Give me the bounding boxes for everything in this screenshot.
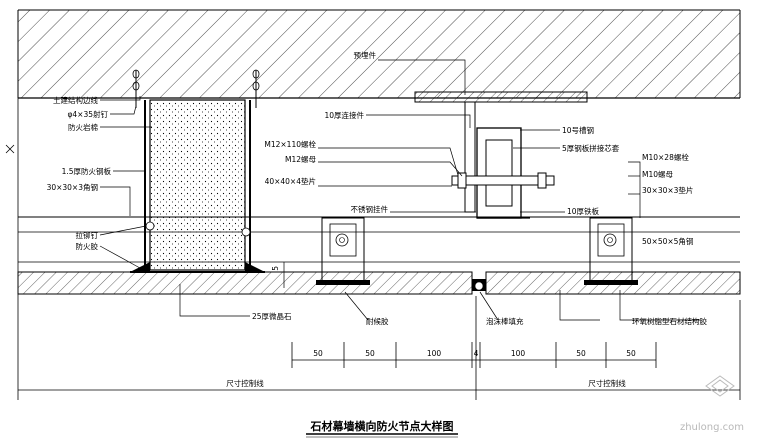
label-epoxy-glue: 环氧树脂型石材结构胶 [632, 316, 707, 326]
label-bolt-m10: M10×28螺栓 [642, 152, 689, 162]
label-nut-m10: M10螺母 [642, 169, 674, 179]
label-foam-rod: 泡沫棒填充 [486, 316, 524, 326]
bolt-m12 [451, 172, 555, 189]
dim-6: 50 [626, 349, 636, 358]
gap-marker [280, 262, 288, 288]
label-weather-glue: 耐候胶 [366, 316, 389, 326]
label-fire-glue: 防火胶 [76, 241, 99, 251]
label-core-sleeve: 5厚钢板拼接芯套 [562, 143, 620, 153]
label-embedded-part: 预埋件 [354, 50, 377, 60]
dim-1: 50 [365, 349, 375, 358]
label-control-line-right: 尺寸控制线 [588, 378, 626, 388]
drawing-title: 石材幕墙横向防火节点大样图 [310, 419, 454, 433]
label-rivet: φ4×35射钉 [67, 109, 108, 119]
watermark-text: zhulong.com [680, 422, 744, 433]
floor-edge-lines [17, 98, 740, 300]
fire-rock-wool [130, 99, 265, 273]
control-lines [17, 296, 741, 400]
label-pull-rivet: 拉铆钉 [76, 230, 99, 240]
watermark-logo [705, 375, 735, 397]
label-angle-30: 30×30×3角钢 [47, 182, 98, 192]
hanger-right [584, 217, 638, 285]
concrete-slab [17, 9, 741, 99]
channel-steel [476, 127, 530, 219]
dim-2: 100 [427, 349, 442, 358]
label-washer-40: 40×40×4垫片 [265, 176, 316, 186]
label-rock-wool: 防火岩棉 [68, 122, 98, 132]
label-angle-50: 50×50×5角钢 [642, 236, 693, 246]
dim-0: 50 [313, 349, 323, 358]
rivet-left [132, 69, 140, 108]
label-structure-edge: 土建结构边线 [53, 95, 98, 105]
label-fire-plate: 1.5厚防火钢板 [62, 166, 112, 176]
joint-sealant [472, 279, 486, 291]
label-washer-30: 30×30×3垫片 [642, 185, 693, 195]
pull-rivets [145, 221, 251, 237]
rivet-right [252, 69, 260, 108]
leader-lines [99, 59, 700, 321]
hanger-left [316, 217, 370, 285]
label-ss-hanger: 不锈钢挂件 [351, 204, 389, 214]
dim-3: 4 [474, 349, 479, 358]
dim-4: 100 [511, 349, 526, 358]
label-connector-10: 10厚连接件 [324, 110, 364, 120]
label-control-line-left: 尺寸控制线 [226, 378, 264, 388]
label-nut-m12: M12螺母 [285, 154, 317, 164]
label-iron-plate: 10厚铁板 [567, 206, 600, 216]
dim-5: 50 [576, 349, 586, 358]
dimension-line [291, 342, 657, 368]
label-channel-10: 10号槽钢 [562, 125, 594, 135]
label-gap-5: 5 [271, 266, 280, 271]
label-stone: 25厚微晶石 [252, 311, 292, 321]
edge-x-mark [5, 144, 15, 154]
label-bolt-m12: M12×110螺栓 [264, 139, 316, 149]
